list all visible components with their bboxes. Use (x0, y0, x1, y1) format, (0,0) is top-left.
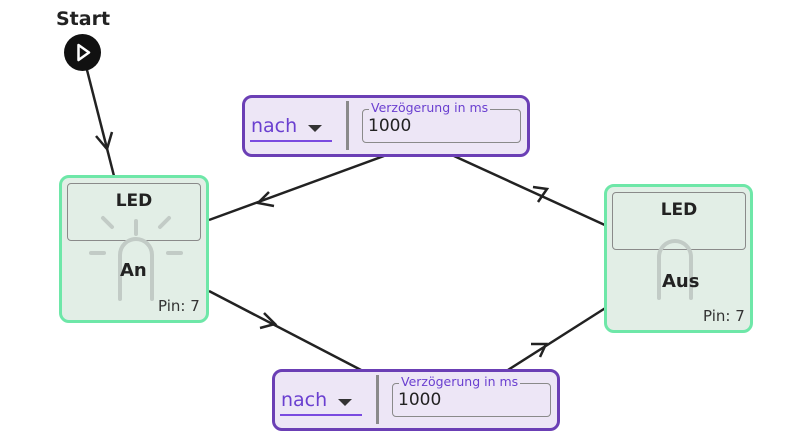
pin-label: Pin: 7 (703, 307, 745, 325)
delay-input-label: Verzögerung in ms (369, 100, 491, 116)
transition-mode-select[interactable]: nach (250, 115, 332, 142)
edge-start-to-on (85, 69, 116, 177)
start-button[interactable] (64, 34, 101, 71)
state-type-label: LED (660, 200, 698, 220)
start-label: Start (56, 8, 111, 30)
edge-on-to-bottom-transition (208, 289, 362, 372)
transition-bottom[interactable]: nach Verzögerung in ms 1000 (272, 369, 560, 431)
delay-input[interactable]: Verzögerung in ms 1000 (392, 374, 551, 417)
edge-arrow-bottom-left (259, 312, 278, 330)
state-type-label: LED (115, 191, 153, 211)
transition-top[interactable]: nach Verzögerung in ms 1000 (242, 95, 530, 157)
caret-down-icon (338, 399, 352, 406)
edge-bottom-transition-to-off (507, 305, 608, 372)
edge-arrow-top-left (255, 191, 275, 208)
delay-input-label: Verzögerung in ms (399, 374, 521, 390)
delay-input-value: 1000 (398, 390, 442, 410)
play-icon (77, 43, 91, 62)
state-type-header: LED (612, 192, 746, 250)
pin-label: Pin: 7 (158, 297, 200, 315)
transition-mode-select[interactable]: nach (280, 389, 362, 416)
state-name: An (120, 260, 147, 281)
state-led-off[interactable]: LED Aus Pin: 7 (604, 184, 753, 333)
led-off-icon (657, 239, 693, 300)
divider (346, 101, 349, 150)
caret-down-icon (308, 125, 322, 132)
transition-mode-value: nach (281, 389, 328, 411)
divider (376, 375, 379, 424)
led-lit-icon (89, 216, 183, 301)
edge-arrow-bottom-right (531, 342, 548, 358)
delay-input[interactable]: Verzögerung in ms 1000 (362, 100, 521, 143)
delay-input-value: 1000 (368, 116, 412, 136)
edge-on-to-top-transition (208, 154, 385, 222)
transition-mode-value: nach (251, 115, 298, 137)
edge-arrow-start (95, 131, 114, 152)
edge-top-transition-to-off (453, 154, 608, 228)
state-name: Aus (662, 271, 700, 292)
state-led-on[interactable]: LED An Pin: 7 (59, 175, 209, 323)
edge-arrow-top-right (532, 185, 550, 203)
